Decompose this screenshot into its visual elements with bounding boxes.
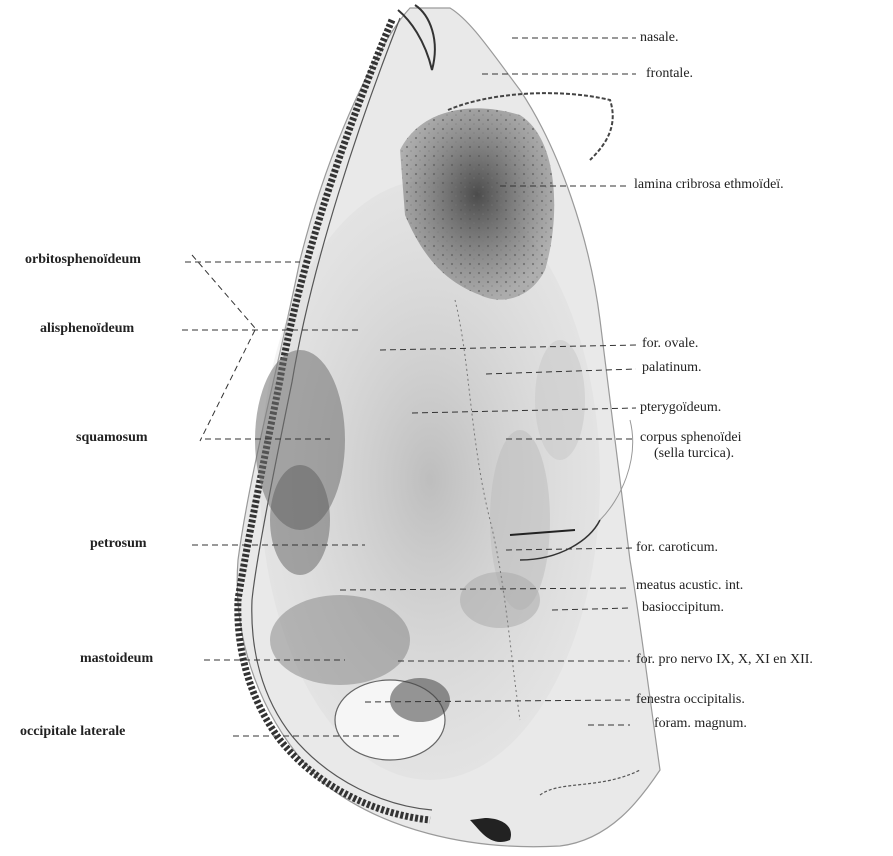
label-for-pro-nervo: for. pro nervo IX, X, XI en XII. [636,652,813,668]
label-frontale: frontale. [646,66,693,82]
label-mastoideum: mastoideum [80,651,153,667]
label-meatus-acustic: meatus acustic. int. [636,578,743,594]
label-sella-turcica: (sella turcica). [654,446,734,462]
label-palatinum: palatinum. [642,360,702,376]
label-nasale: nasale. [640,30,678,46]
label-foram-magnum: foram. magnum. [654,716,747,732]
label-squamosum: squamosum [76,430,148,446]
label-petrosum: petrosum [90,536,147,552]
label-lamina-cribrosa: lamina cribrosa ethmoïdeï. [634,177,784,193]
label-fenestra-occipitalis: fenestra occipitalis. [636,692,745,708]
label-orbitosphenoideum: orbitosphenoïdeum [25,252,141,268]
label-for-caroticum: for. caroticum. [636,540,718,556]
label-basioccipitum: basioccipitum. [642,600,724,616]
label-for-ovale: for. ovale. [642,336,698,352]
label-occipitale-laterale: occipitale laterale [20,724,125,740]
label-alisphenoideum: alisphenoïdeum [40,321,134,337]
label-corpus-sphenoidei: corpus sphenoïdei [640,430,741,446]
label-pterygoideum: pterygoïdeum. [640,400,721,416]
